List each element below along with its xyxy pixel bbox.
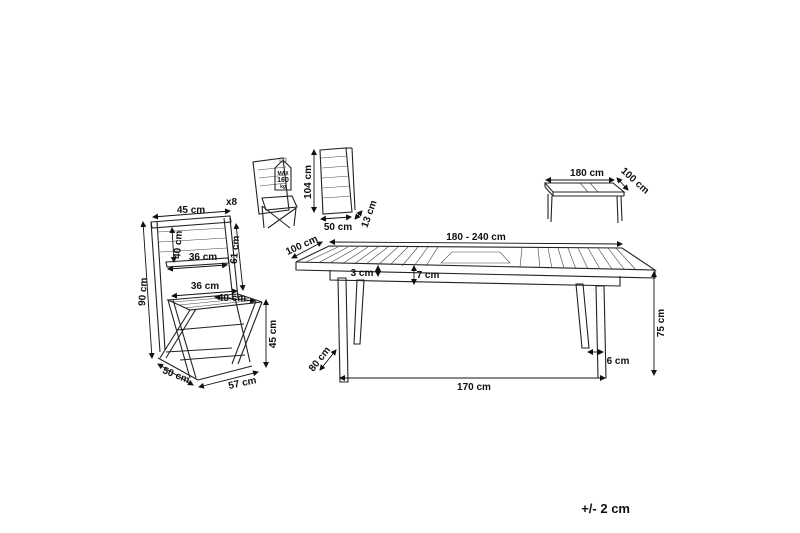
tolerance-note: +/- 2 cm [581, 501, 630, 516]
chair-total-height-label: 90 cm [137, 277, 150, 306]
table-length-dimension: 180 - 240 cm [329, 232, 623, 247]
folded-chair-height-label: 104 cm [303, 165, 314, 199]
folded-chair-width-label: 50 cm [324, 222, 352, 233]
small-chair [252, 157, 298, 229]
folded-chair-height-dimension: 104 cm [303, 149, 317, 213]
table-apron-dimension: 7 cm [411, 265, 440, 285]
table-leg-span-dimension: 170 cm [339, 375, 606, 393]
chair-weight-illustration: MAX 160 kg [252, 157, 298, 229]
chair-back-side-dimension: 61 cm [229, 223, 246, 291]
chair-back-side-label: 61 cm [229, 235, 242, 264]
chair-seat-width-label: 36 cm [191, 281, 219, 292]
chair-foot-depth-dimension: 57 cm [198, 370, 259, 392]
table-leg-width-dimension: 6 cm [587, 349, 630, 367]
chair-foot-depth-label: 57 cm [227, 375, 257, 392]
table-top-planks [305, 246, 637, 271]
weight-tag-icon: MAX 160 kg [274, 157, 292, 191]
table-leg-depth-dimension: 80 cm [307, 345, 337, 374]
folded-chair [319, 147, 356, 215]
table-top-thickness-dimension: 3 cm [351, 265, 381, 279]
table-apron-label: 7 cm [417, 270, 440, 281]
chair-top-width-dimension: 45 cm x8 [152, 197, 238, 220]
folded-chair-width-dimension: 50 cm [320, 214, 352, 233]
chair-back-height-dimension: 40 cm [169, 227, 185, 263]
chair-seat-height-label: 45 cm [268, 320, 279, 348]
table-width-dimension: 100 cm [284, 234, 323, 259]
chair-seat-depth-dimension: 40 cm [214, 293, 256, 304]
folded-chair-depth-label: 13 cm [360, 199, 380, 230]
chair-back-width-dimension: 36 cm [167, 252, 228, 272]
small-table-length-dimension: 180 cm [545, 168, 615, 183]
weight-max-value: 160 [277, 177, 289, 184]
chair-back-width-label: 36 cm [189, 252, 217, 263]
table-width-label: 100 cm [284, 234, 319, 258]
small-table-length-label: 180 cm [570, 168, 604, 179]
chair-top-width-label: 45 cm [177, 205, 205, 216]
chair-seat-width-dimension: 36 cm [171, 281, 238, 299]
table-length-label: 180 - 240 cm [446, 232, 506, 243]
table-leg-span-label: 170 cm [457, 382, 491, 393]
small-table [543, 182, 626, 224]
weight-max-unit: kg [280, 184, 286, 190]
weight-max-label: MAX [277, 171, 289, 177]
table-height-label: 75 cm [656, 309, 667, 337]
table-height-dimension: 75 cm [651, 271, 667, 376]
chair-seat-height-dimension: 45 cm [263, 299, 279, 368]
table-legs [337, 277, 607, 383]
folded-chair-depth-dimension: 13 cm [354, 199, 380, 230]
chair-seat-depth-label: 40 cm [218, 293, 246, 304]
chair-total-height-dimension: 90 cm [137, 221, 155, 359]
chair-back-height-label: 40 cm [172, 230, 185, 259]
extendable-table [295, 245, 657, 383]
table-leg-width-label: 6 cm [607, 356, 630, 367]
table-top-thickness-label: 3 cm [351, 268, 374, 279]
quantity-badge: x8 [226, 197, 238, 208]
